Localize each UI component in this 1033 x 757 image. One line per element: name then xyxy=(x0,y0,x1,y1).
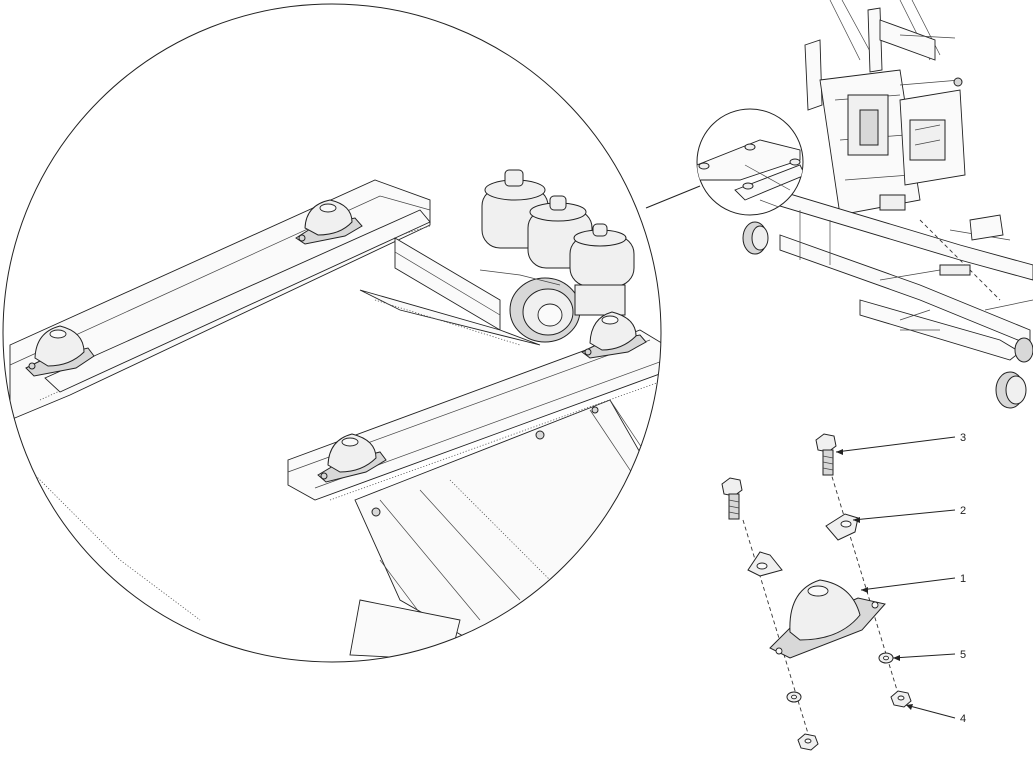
mount-detail-1 xyxy=(295,199,363,245)
hex-nut-left xyxy=(797,733,819,751)
bolt-left xyxy=(721,477,743,520)
callout-leaders xyxy=(835,436,956,719)
machine-overview xyxy=(742,0,1033,409)
callout-2: 2 xyxy=(960,505,966,517)
magnifier-circle xyxy=(2,3,662,663)
hex-nut-right xyxy=(890,690,912,708)
callout-3: 3 xyxy=(960,432,966,444)
bolt-right xyxy=(815,433,837,476)
detail-view xyxy=(2,3,662,663)
rubber-mount xyxy=(769,579,886,659)
canisters xyxy=(481,169,635,287)
tab-washer-left xyxy=(747,551,783,577)
detail-leader xyxy=(645,185,701,209)
callout-5: 5 xyxy=(960,649,966,661)
assembly-axis-left xyxy=(742,519,811,741)
upper-frame-rail xyxy=(9,179,431,421)
pump-hub xyxy=(479,269,626,343)
mount-detail-4 xyxy=(317,433,387,483)
flat-washer-left-hole xyxy=(791,694,797,700)
flat-washer-right-hole xyxy=(883,655,889,661)
callout-4: 4 xyxy=(960,713,966,725)
mount-detail-2 xyxy=(25,325,95,377)
detail-locator xyxy=(696,108,804,216)
mount-detail-3 xyxy=(581,311,647,359)
cross-member xyxy=(359,237,541,346)
tab-washer-right xyxy=(825,513,859,541)
callout-1: 1 xyxy=(960,573,966,585)
assembly-axis-right xyxy=(829,469,901,701)
